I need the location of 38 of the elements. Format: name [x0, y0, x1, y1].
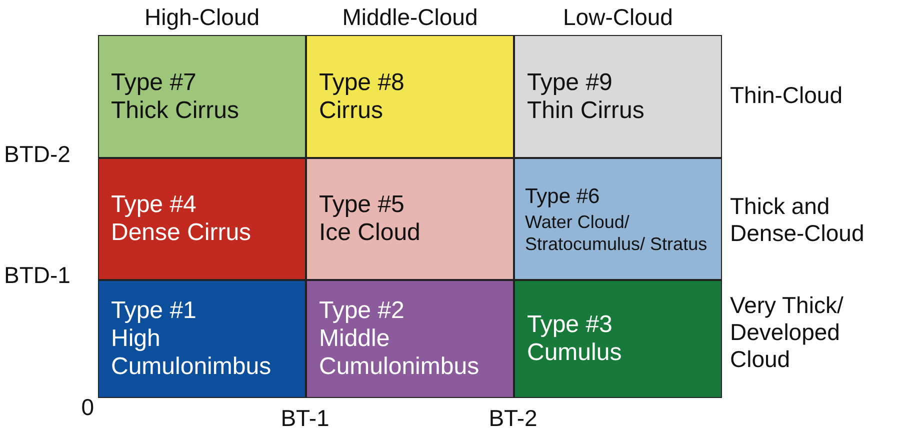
type-label: Type #6	[525, 184, 601, 210]
grid-cell	[98, 158, 306, 280]
type-label: Type #8	[319, 68, 406, 96]
row-header: Thin-Cloud	[730, 82, 844, 109]
axis-label: BT-1	[280, 405, 330, 432]
axis-label: BT-2	[488, 405, 538, 432]
cloud-name: Water Cloud/ Stratocumulus/ Stratus	[525, 211, 708, 255]
cloud-name: Thin Cirrus	[527, 96, 646, 124]
cloud-name: Thick Cirrus	[111, 96, 240, 124]
grid-cell	[98, 35, 306, 158]
axis-label: 0	[80, 394, 94, 421]
axis-label: BTD-1	[4, 262, 72, 289]
row-header: Very Thick/ Developed Cloud	[730, 292, 844, 373]
axis-label: BTD-2	[4, 141, 72, 168]
type-label: Type #2	[319, 297, 406, 325]
cloud-name: Dense Cirrus	[111, 219, 252, 247]
type-label: Type #5	[319, 191, 406, 219]
type-label: Type #4	[111, 191, 198, 219]
cloud-name: Cirrus	[319, 96, 384, 124]
column-header: High-Cloud	[143, 4, 261, 31]
grid-cell	[306, 35, 514, 158]
grid-cell	[514, 35, 722, 158]
grid-cell	[306, 280, 514, 398]
grid-cell	[306, 158, 514, 280]
column-header: Low-Cloud	[562, 4, 674, 31]
grid-cell	[98, 280, 306, 398]
type-label: Type #3	[527, 311, 614, 339]
grid-cell	[514, 280, 722, 398]
type-label: Type #1	[111, 297, 198, 325]
grid-cell	[514, 158, 722, 280]
row-header: Thick and Dense-Cloud	[730, 193, 866, 247]
cloud-name: Middle Cumulonimbus	[319, 325, 480, 381]
cloud-name: High Cumulonimbus	[111, 325, 272, 381]
cloud-name: Ice Cloud	[319, 219, 422, 247]
type-label: Type #9	[527, 68, 614, 96]
cloud-name: Cumulus	[527, 339, 623, 367]
column-header: Middle-Cloud	[341, 4, 479, 31]
type-label: Type #7	[111, 68, 198, 96]
